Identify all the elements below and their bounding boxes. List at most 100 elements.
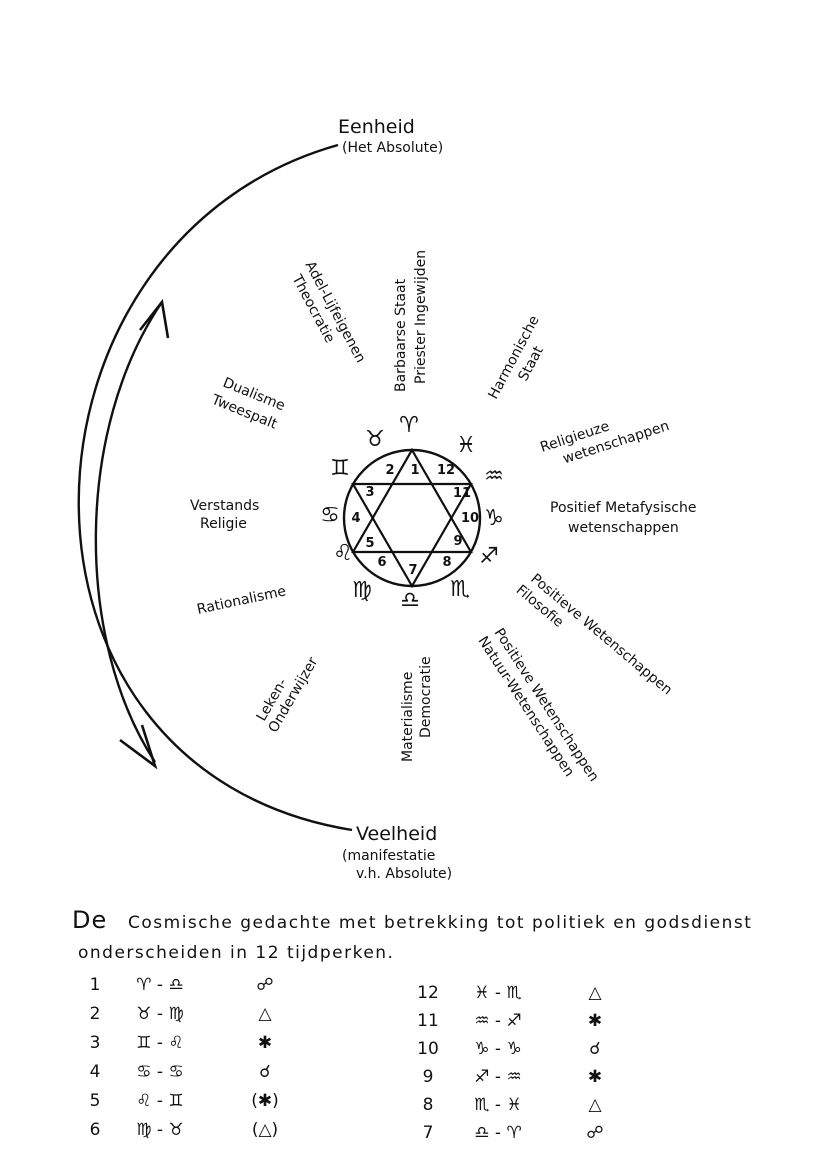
table-row-number: 9 [423,1067,434,1087]
label-religieuze: Religieuze wetenschappen [538,418,671,467]
wheel-number-7: 7 [408,563,417,578]
label-leken: Leken- Onderwijzer [254,654,322,735]
sign-pisces-icon: ♓ [456,433,476,458]
table-row-sign-pair: ♈ - ♎ [136,975,183,995]
sign-sagittarius-icon: ♐ [479,544,499,569]
table-row-number: 11 [417,1011,439,1031]
label-dualisme: Dualisme Tweespalt [208,375,287,433]
table-row-aspect: △ [588,983,602,1003]
triangle-down [351,482,473,589]
table-row-sign-pair: ♓ - ♏ [474,983,521,1003]
wheel-signs: ♈ ♉ ♊ ♋ ♌ ♍ ♎ ♏ ♐ ♑ ♒ ♓ [320,413,504,613]
label-materialisme-1: Materialisme [400,672,416,762]
label-filosofie-1: Positieve Wetenschappen [527,571,675,699]
sign-taurus-icon: ♉ [365,427,385,452]
sign-gemini-icon: ♊ [330,456,350,481]
table-row-sign-pair: ♋ - ♋ [136,1062,183,1082]
table-row-sign-pair: ♊ - ♌ [136,1033,183,1053]
table-row-number: 8 [423,1095,434,1115]
table-row-aspect: ☌ [259,1062,270,1082]
top-label: Eenheid [338,116,415,138]
label-rationalisme: Rationalisme [196,583,288,618]
table-row-number: 2 [90,1004,101,1024]
table-row-sign-pair: ♎ - ♈ [474,1123,521,1143]
label-materialisme-2: Democratie [418,656,434,738]
caption-line1-de: De [72,906,107,934]
unity-multiplicity-arc [77,143,353,832]
table-row-sign-pair: ♉ - ♍ [136,1004,183,1024]
bottom-sublabel-1: (manifestatie [342,848,435,864]
sign-cancer-icon: ♋ [320,503,340,528]
arrowhead-top [138,298,170,339]
triangle-up [351,447,473,554]
table-row-sign-pair: ♍ - ♉ [136,1120,183,1140]
table-row-sign-pair: ♐ - ♒ [474,1067,521,1087]
wheel-number-5: 5 [365,536,374,551]
label-verstands-1: Verstands [190,498,259,514]
label-barbaarse-2: Priester Ingewijden [413,250,429,384]
sign-scorpio-icon: ♏ [450,577,470,602]
table-row-number: 6 [90,1120,101,1140]
table-row-aspect: (△) [252,1120,278,1140]
table-row-number: 12 [417,983,439,1003]
label-natuur-1: Positieve Wetenschappen [491,625,602,784]
table-row-number: 10 [417,1039,439,1059]
label-barbaarse: Barbaarse Staat Priester Ingewijden [393,250,429,392]
label-theocratie: Theocratie Adel-Lijfeigenen [288,259,369,366]
table-row-number: 5 [90,1091,101,1111]
double-arrow-arc [94,301,163,763]
table-row-aspect: ☍ [586,1123,603,1143]
sign-aquarius-icon: ♒ [484,464,504,489]
table-row-sign-pair: ♑ - ♑ [474,1039,521,1059]
wheel-number-2: 2 [385,463,394,478]
table-row-number: 3 [90,1033,101,1053]
wheel-number-6: 6 [377,555,386,570]
table-row-aspect: △ [588,1095,602,1115]
label-natuur-2: Natuur-Wetenschappen [474,634,577,780]
table-row-aspect: ✱ [588,1011,602,1031]
bottom-sublabel-2: v.h. Absolute) [356,866,452,882]
label-barbaarse-1: Barbaarse Staat [393,278,409,392]
wheel-number-12: 12 [437,463,455,478]
bottom-label: Veelheid [356,823,437,845]
table-row-number: 4 [90,1062,101,1082]
sign-leo-icon: ♌ [333,541,353,566]
label-positief-1: Positief Metafysische [550,500,696,516]
table-row-aspect: △ [258,1004,272,1024]
sign-libra-icon: ♎ [400,588,420,613]
table-left: 1 ♈ - ♎ ☍ 2 ♉ - ♍ △ 3 ♊ - ♌ ✱ 4 ♋ - ♋ ☌ 5 ♌ - ♊ (✱) 6 ♍ … [90,975,279,1140]
table-row-aspect: ✱ [588,1067,602,1087]
table-row-aspect: ✱ [258,1033,272,1053]
table-row-sign-pair: ♒ - ♐ [474,1011,521,1031]
table-row-aspect: ☍ [256,975,273,995]
wheel-number-10: 10 [461,511,479,526]
wheel-number-4: 4 [351,511,360,526]
wheel-number-1: 1 [410,463,419,478]
caption-line1: Cosmische gedachte met betrekking tot po… [128,913,752,933]
wheel-number-9: 9 [453,534,462,549]
wheel-number-11: 11 [453,486,471,501]
sign-aries-icon: ♈ [399,413,419,438]
arrowhead-bottom [119,724,158,770]
wheel-number-3: 3 [365,485,374,500]
label-harmonische: Harmonische Staat [485,313,547,402]
top-sublabel: (Het Absolute) [342,140,443,156]
label-materialisme: Materialisme Democratie [400,656,434,762]
table-row-number: 1 [90,975,101,995]
table-right: 12 ♓ - ♏ △ 11 ♒ - ♐ ✱ 10 ♑ - ♑ ☌ 9 ♐ - ♒ ✱ 8 ♏ - ♓ △ 7 ♎… [417,983,603,1143]
table-row-sign-pair: ♏ - ♓ [474,1095,521,1115]
sign-capricorn-icon: ♑ [484,506,504,531]
sign-virgo-icon: ♍ [352,578,372,603]
label-natuur: Positieve Wetenschappen Natuur-Wetenscha… [474,625,602,784]
wheel-number-8: 8 [442,555,451,570]
table-row-aspect: ☌ [589,1039,600,1059]
label-verstands-2: Religie [200,516,247,532]
table-row-aspect: (✱) [251,1091,279,1111]
label-positief-2: wetenschappen [568,520,679,536]
label-rationalisme-text: Rationalisme [196,583,288,618]
table-row-number: 7 [423,1123,434,1143]
table-row-sign-pair: ♌ - ♊ [136,1091,183,1111]
